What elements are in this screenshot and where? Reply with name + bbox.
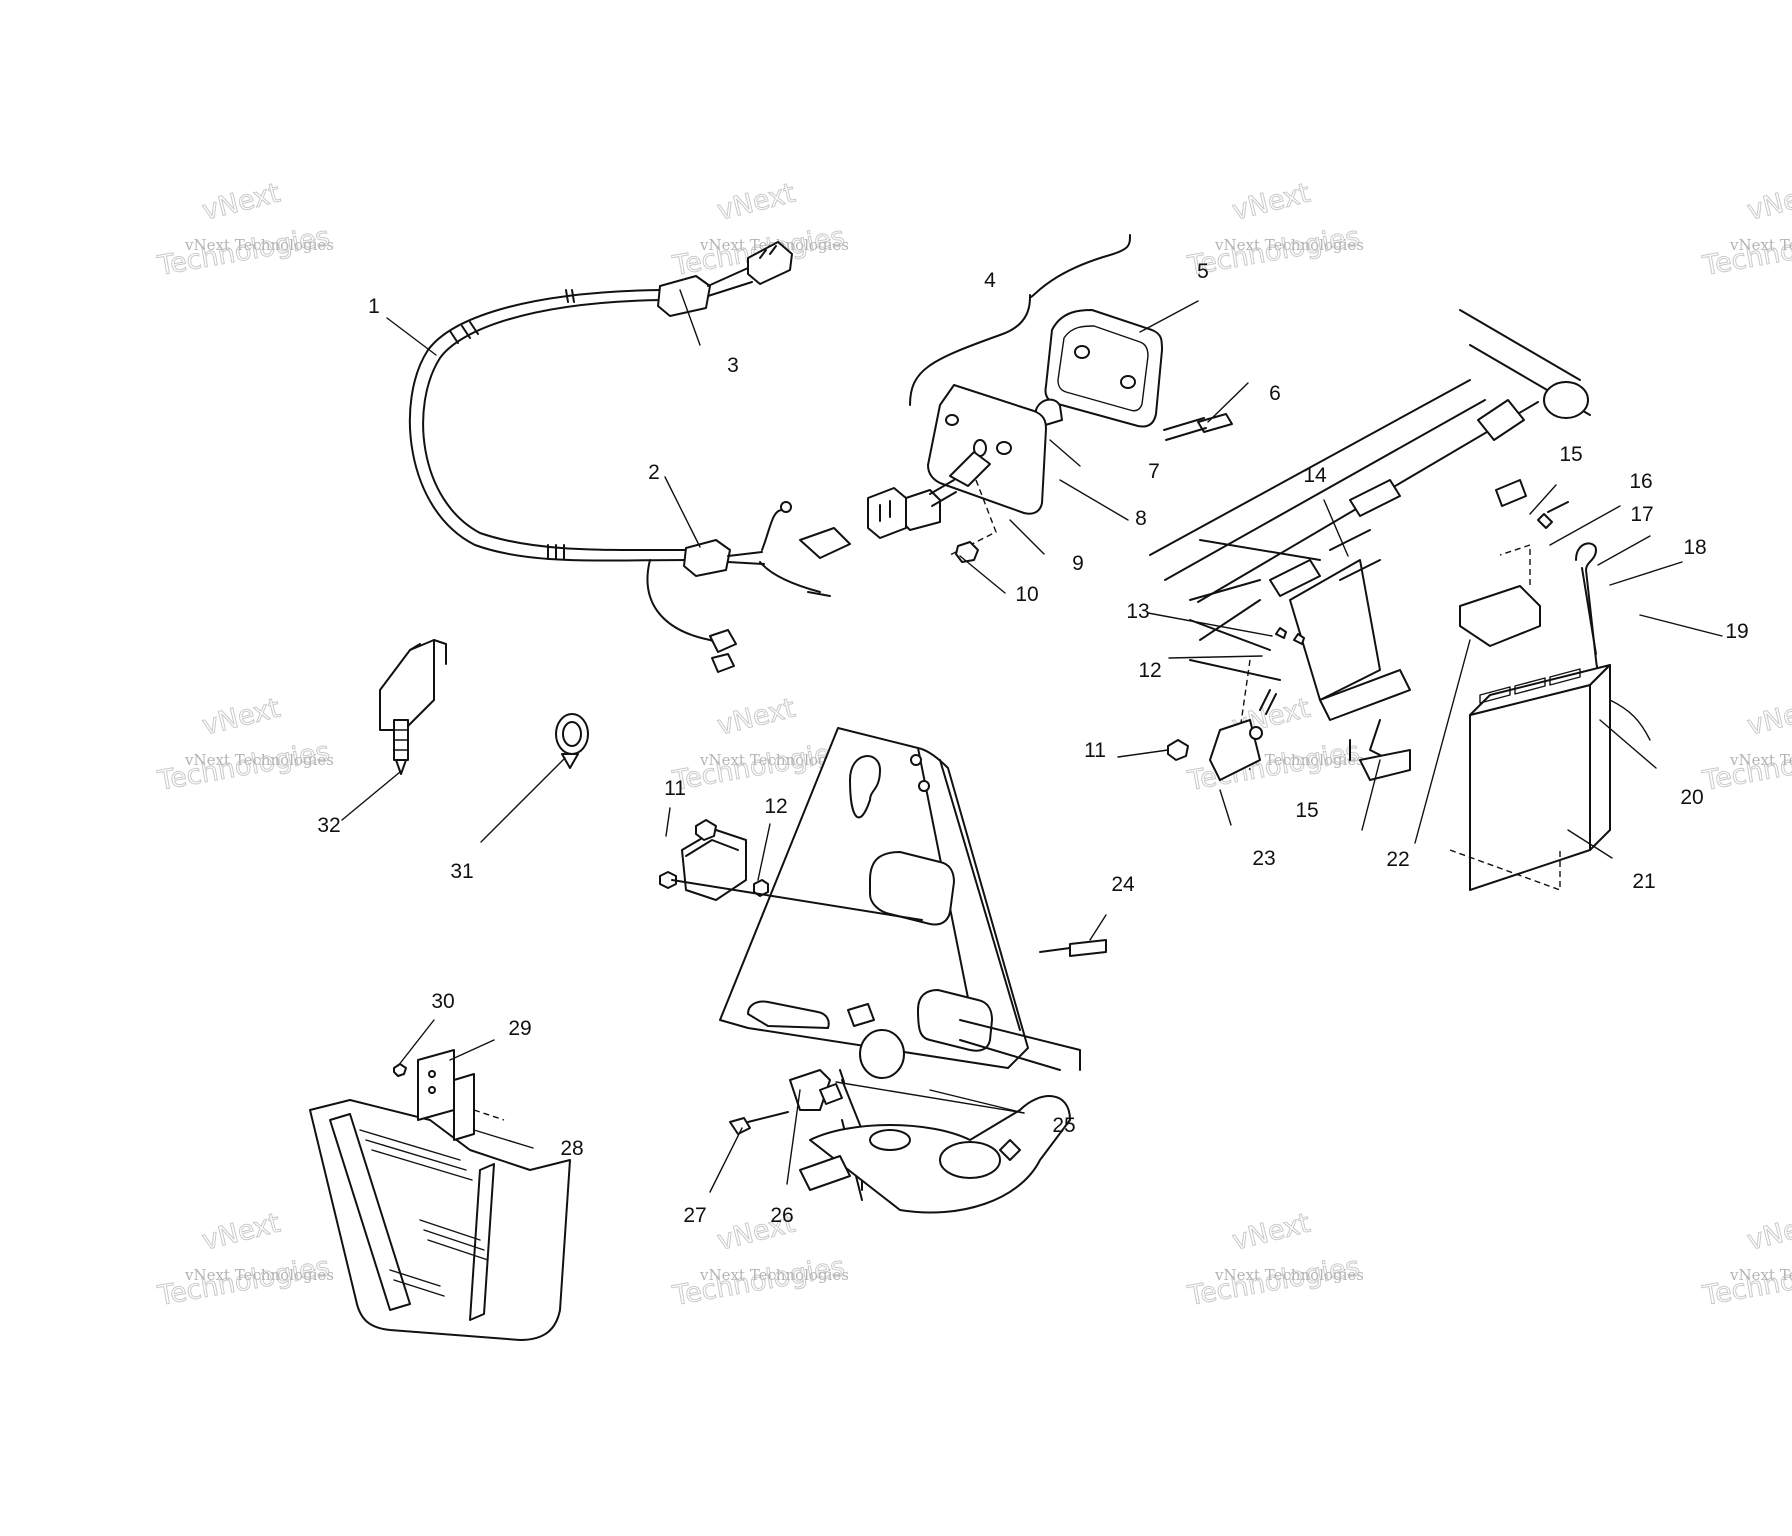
watermark-brand-2: Technologies [155,736,332,797]
watermark-company: vNext Technologies [699,1266,849,1284]
rear-panel [659,727,1107,1214]
watermark-brand-2: Technologies [670,1251,847,1312]
watermark-brand-2: Technologies [1700,736,1792,797]
watermark-tile-3: vNext vNext Technologies Technologies [1184,177,1364,282]
callout-22: 22 [1386,848,1409,871]
callout-12-panel: 12 [764,795,787,818]
callout-11: 11 [1084,739,1106,762]
watermark-tile-8: vNext vNext Technologies Technologies [1699,692,1792,797]
callout-15-lower: 15 [1295,799,1318,822]
mud-flap [309,1049,571,1341]
callout-17: 17 [1630,503,1653,526]
watermark-brand-2: Technologies [155,1251,332,1312]
callout-2: 2 [648,461,660,484]
push-rivet [555,713,589,769]
watermark-brand: vNext [199,178,283,227]
watermark-brand: vNext [1229,1208,1313,1257]
watermark-company: vNext Technologies [184,236,334,254]
watermark-brand-2: Technologies [1185,221,1362,282]
watermark-tile-11: vNext vNext Technologies Technologies [1184,1207,1364,1312]
watermark-tile-1: vNext vNext Technologies Technologies [154,177,334,282]
callout-20: 20 [1680,786,1703,809]
callout-25: 25 [1052,1114,1075,1137]
callout-24: 24 [1111,873,1135,896]
callout-5: 5 [1197,260,1209,283]
callout-29: 29 [508,1017,531,1040]
callout-10: 10 [1015,583,1038,606]
taillight-assembly [867,234,1233,563]
callout-28: 28 [560,1137,583,1160]
callout-26: 26 [770,1204,793,1227]
callout-31: 31 [450,860,473,883]
watermark-brand: vNext [1744,178,1792,227]
watermark-company: vNext Technologies [184,1266,334,1284]
callout-12: 12 [1138,659,1161,682]
watermark-company: vNext Technologies [1214,1266,1364,1284]
watermark-tile-5: vNext vNext Technologies Technologies [154,692,334,797]
spring-clip [379,639,447,775]
watermark-brand: vNext [714,693,798,742]
callout-6: 6 [1269,382,1281,405]
watermark-brand-2: Technologies [1700,1251,1792,1312]
watermark-company: vNext Technologies [699,751,849,769]
callout-19: 19 [1725,620,1748,643]
watermark-tile-12: vNext vNext Technologies Technologies [1699,1207,1792,1312]
watermark-brand: vNext [1744,693,1792,742]
callout-27: 27 [683,1204,706,1227]
leader-lines [341,289,1723,1193]
callout-9: 9 [1072,552,1084,575]
callout-15: 15 [1559,443,1582,466]
watermark-brand: vNext [199,693,283,742]
callout-8: 8 [1135,507,1147,530]
watermark-brand: vNext [1229,178,1313,227]
callout-21: 21 [1632,870,1655,893]
watermark-tile-4: vNext vNext Technologies Technologies [1699,177,1792,282]
watermark-company: vNext Technologies [1214,236,1364,254]
callout-labels: 1 2 3 4 5 6 7 8 9 10 11 12 13 14 15 16 1… [317,260,1748,1227]
watermark-brand: vNext [199,1208,283,1257]
watermark-brand-2: Technologies [155,221,332,282]
callout-18: 18 [1683,536,1706,559]
callout-16: 16 [1629,470,1652,493]
callout-3: 3 [727,354,739,377]
frame-battery-box [1149,309,1651,891]
watermark-brand-2: Technologies [1185,1251,1362,1312]
callout-32: 32 [317,814,340,837]
watermark-company: vNext Technologies [184,751,334,769]
watermark-company: vNext Technologies [1729,751,1792,769]
callout-1: 1 [368,295,380,318]
watermark-brand-2: Technologies [1185,736,1362,797]
callout-4: 4 [984,269,996,292]
watermark-brand-2: Technologies [1700,221,1792,282]
watermark-tile-9: vNext vNext Technologies Technologies [154,1207,334,1312]
wiring-harness [408,241,851,673]
callout-13: 13 [1126,600,1149,623]
callout-7: 7 [1148,460,1160,483]
callout-23: 23 [1252,847,1275,870]
watermark-brand: vNext [714,178,798,227]
callout-14: 14 [1303,464,1327,487]
watermark-brand: vNext [1744,1208,1792,1257]
callout-11-panel: 11 [664,777,686,800]
watermark-company: vNext Technologies [1729,236,1792,254]
callout-30: 30 [431,990,454,1013]
watermark-company: vNext Technologies [1729,1266,1792,1284]
